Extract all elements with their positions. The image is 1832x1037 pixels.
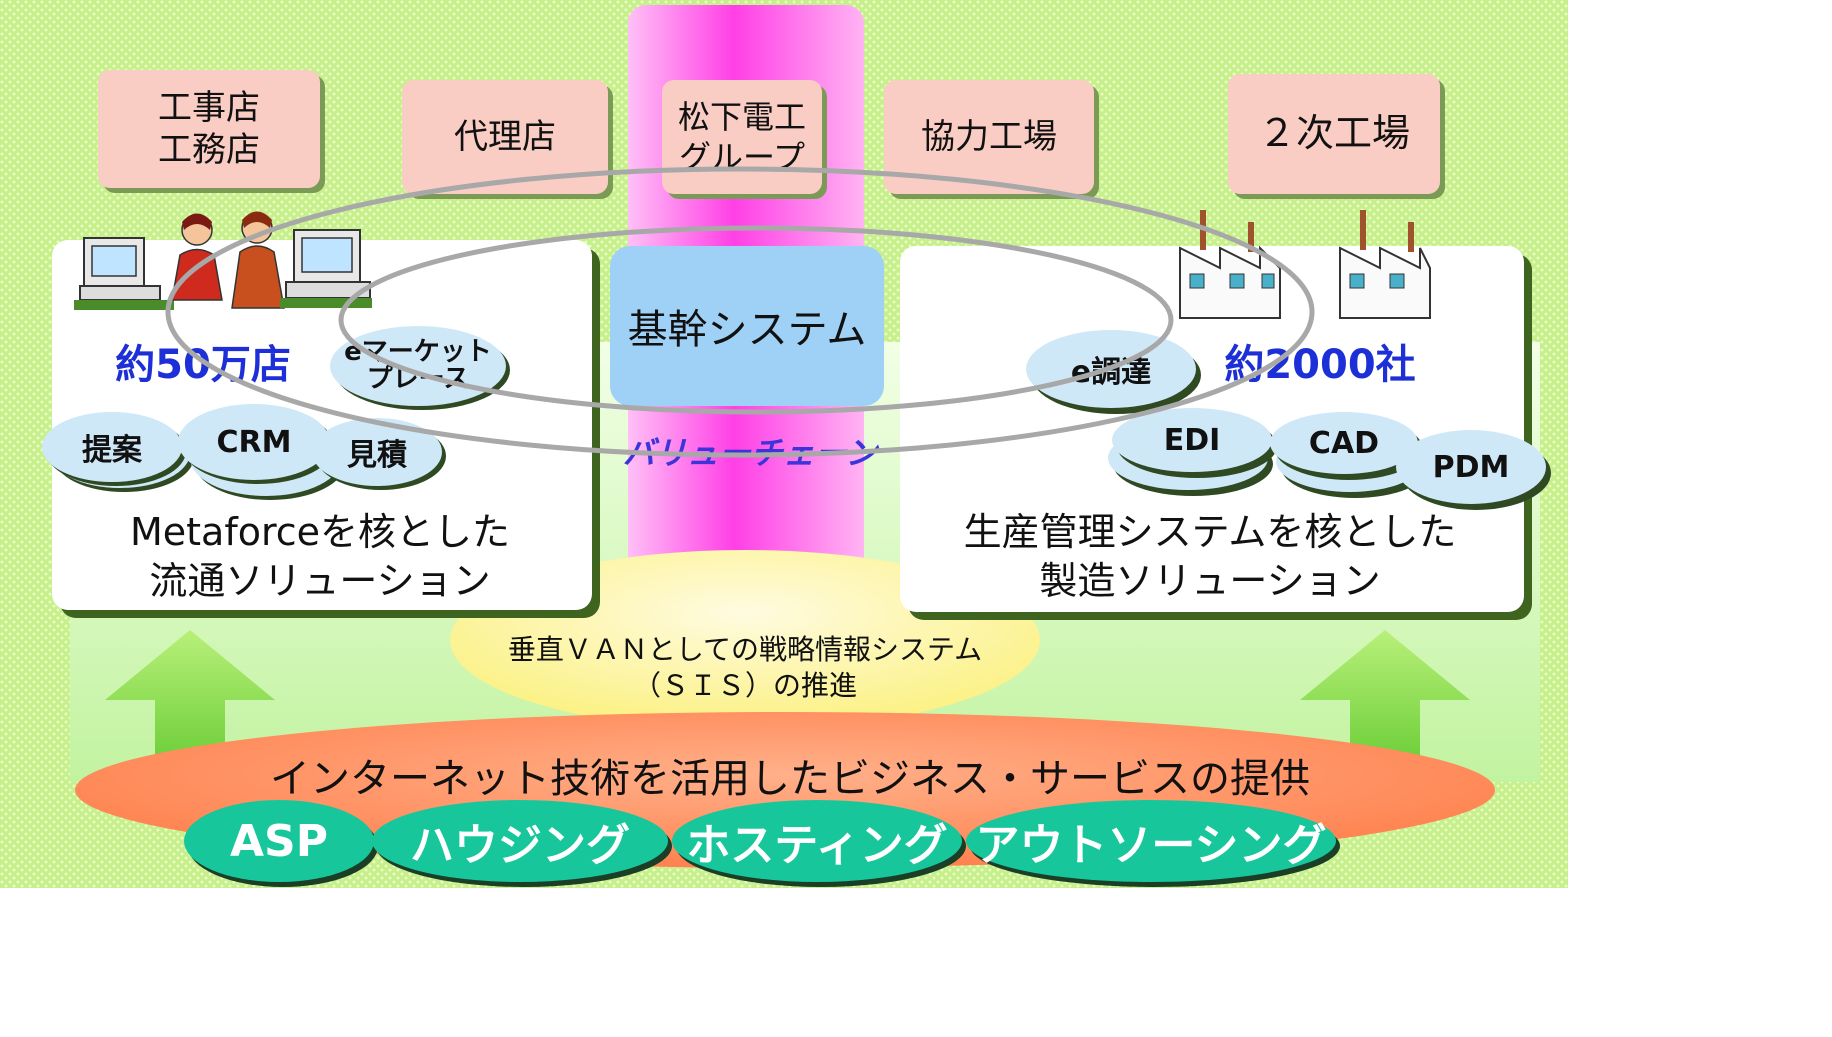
service-hosting: ホスティング: [672, 800, 962, 882]
pdm-cloud: PDM: [1396, 430, 1546, 504]
store-count: 約50万店: [78, 338, 328, 392]
partner-contractor: 工事店 工務店: [98, 70, 320, 188]
left-up-arrow: [105, 630, 275, 760]
cad-cloud: CAD: [1270, 412, 1418, 474]
internet-business-text: インターネット技術を活用したビジネス・サービスの提供: [270, 756, 1310, 802]
crm-cloud: CRM: [178, 404, 330, 480]
proposal-cloud: 提案: [42, 412, 182, 482]
factory-icon: [1179, 210, 1431, 319]
right-up-arrow: [1300, 630, 1470, 760]
value-chain-rings: [165, 166, 1315, 458]
sis-text: 垂直ＶＡＮとしての戦略情報システム （ＳＩＳ）の推進: [507, 633, 983, 703]
distribution-title: Metaforceを核とした 流通ソリューション: [129, 510, 511, 604]
service-outsourcing: アウトソーシング: [966, 800, 1336, 882]
service-asp: ASP: [184, 800, 374, 882]
core-system: 基幹システム: [610, 246, 884, 406]
sis-ellipse: [450, 550, 1040, 730]
service-housing: ハウジング: [372, 800, 668, 882]
supplier-count: 約2000社: [1200, 338, 1440, 392]
workers-icon: [74, 211, 372, 310]
marketplace-cloud: eマーケット プレース: [330, 326, 506, 406]
partner-secondary-factory: ２次工場: [1228, 74, 1440, 194]
edi-cloud: EDI: [1112, 408, 1272, 472]
manufacturing-title: 生産管理システムを核とした 製造ソリューション: [963, 510, 1457, 604]
diagram: 工事店 工務店 代理店 松下電工 グループ 協力工場 ２次工場: [0, 0, 1568, 888]
